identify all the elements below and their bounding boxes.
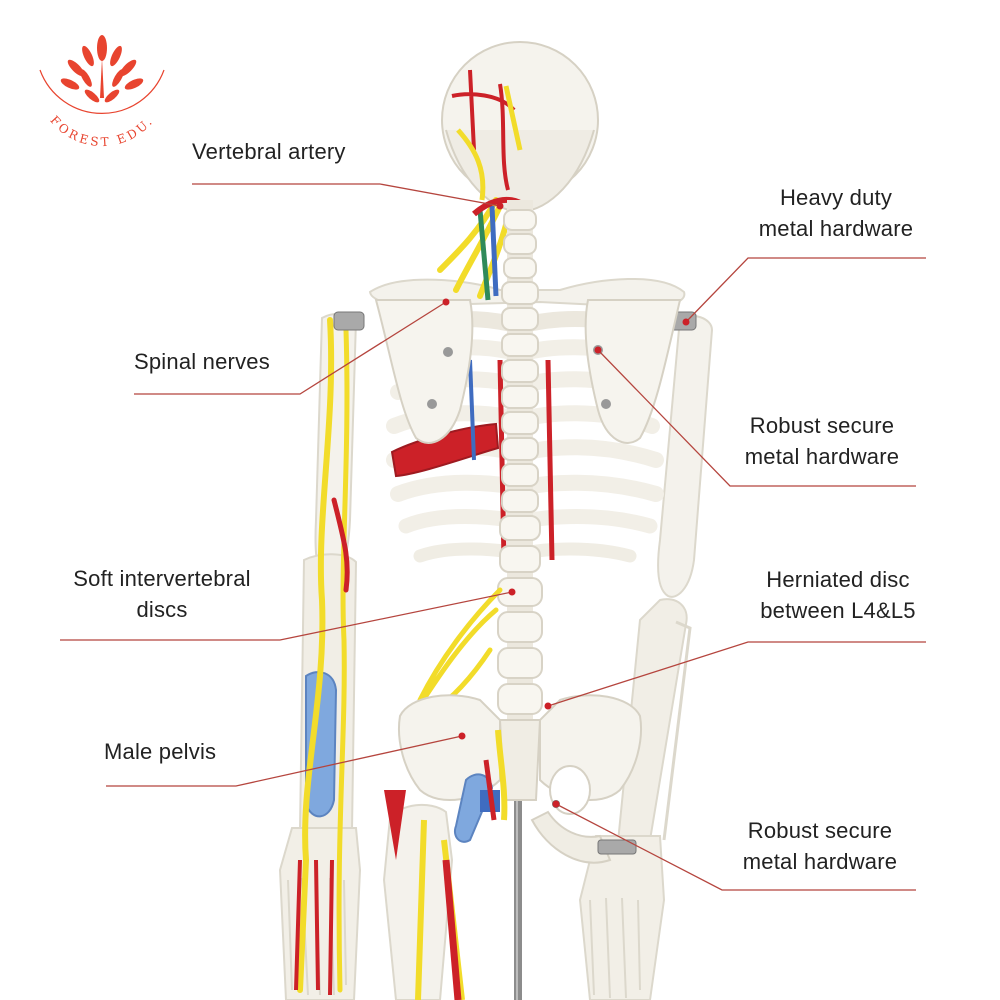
label-vertebral-artery: Vertebral artery	[192, 136, 346, 167]
label-line: metal hardware	[744, 444, 900, 469]
label-robust-lower-hardware: Robust secure metal hardware	[720, 815, 920, 877]
left-shoulder-bracket	[333, 311, 365, 331]
tree-icon	[60, 35, 144, 103]
forest-edu-logo: FOREST EDU.	[39, 35, 165, 149]
label-line: Heavy duty	[779, 185, 893, 210]
leader-male-pelvis	[106, 735, 463, 787]
label-soft-intervertebral-discs: Soft intervertebral discs	[52, 563, 272, 625]
hip-bracket	[597, 839, 637, 855]
label-line: Soft intervertebral	[73, 566, 251, 591]
leader-robust-upper	[597, 349, 916, 487]
label-line: Robust secure	[749, 413, 895, 438]
right-humerus	[657, 314, 714, 598]
leader-heavy-duty	[685, 257, 926, 323]
label-line: discs	[136, 597, 188, 622]
label-spinal-nerves: Spinal nerves	[134, 346, 270, 377]
logo-text: FOREST EDU.	[47, 113, 156, 149]
leader-robust-lower	[555, 803, 916, 891]
label-line: Male pelvis	[104, 739, 217, 764]
leader-spinal-nerves	[134, 301, 447, 395]
leader-herniated	[547, 641, 926, 707]
leader-vertebral-artery	[192, 183, 501, 207]
leader-dots	[442, 202, 690, 808]
label-male-pelvis: Male pelvis	[104, 736, 216, 767]
label-line: Vertebral artery	[192, 139, 346, 164]
leader-soft-discs	[60, 591, 513, 641]
label-heavy-duty-hardware: Heavy duty metal hardware	[736, 182, 936, 244]
label-line: Herniated disc	[766, 567, 910, 592]
skull	[441, 41, 599, 214]
label-line: metal hardware	[742, 849, 898, 874]
label-herniated-disc: Herniated disc between L4&L5	[738, 564, 938, 626]
pelvis	[398, 694, 642, 864]
left-scapula	[374, 299, 474, 444]
spine	[497, 200, 543, 800]
label-line: Robust secure	[747, 818, 893, 843]
label-line: metal hardware	[758, 216, 914, 241]
label-line: between L4&L5	[760, 598, 916, 623]
label-robust-upper-hardware: Robust secure metal hardware	[722, 410, 922, 472]
leader-lines	[60, 183, 926, 891]
label-line: Spinal nerves	[134, 349, 270, 374]
